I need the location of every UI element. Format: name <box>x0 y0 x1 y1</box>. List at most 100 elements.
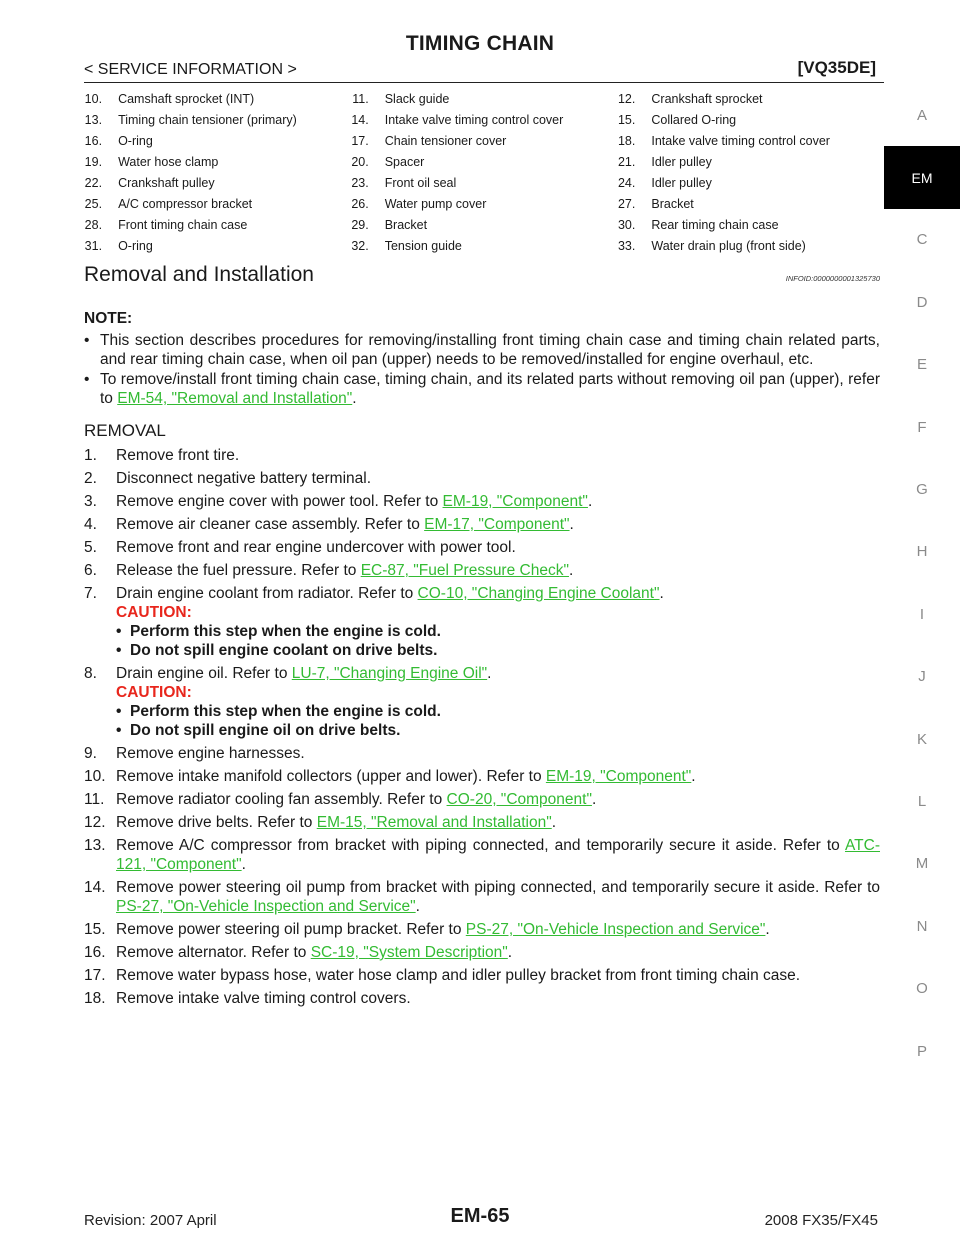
side-index-tab-e[interactable]: E <box>916 356 927 374</box>
step-text: Drain engine oil. Refer to LU-7, "Changi… <box>116 664 880 740</box>
component-name: Water hose clamp <box>118 154 219 169</box>
step-number: 14. <box>84 879 106 896</box>
component-number: 14. <box>351 112 369 127</box>
side-index-tab-g[interactable]: G <box>916 481 928 499</box>
reference-link[interactable]: PS-27, "On-Vehicle Inspection and Servic… <box>465 921 766 938</box>
component-number: 11. <box>352 91 369 106</box>
removal-step: 8.Drain engine oil. Refer to LU-7, "Chan… <box>84 664 880 740</box>
step-number: 10. <box>84 768 106 785</box>
component-number: 28. <box>84 218 103 233</box>
step-text: Remove drive belts. Refer to EM-15, "Rem… <box>116 814 557 831</box>
caution-item: •Perform this step when the engine is co… <box>116 623 441 640</box>
side-index-tab-c[interactable]: C <box>916 231 928 249</box>
step-number: 15. <box>84 921 106 938</box>
reference-link[interactable]: EM-54, "Removal and Installation" <box>117 390 353 407</box>
reference-link[interactable]: CO-10, "Changing Engine Coolant" <box>417 585 660 602</box>
step-number: 17. <box>84 967 106 984</box>
step-text: Remove A/C compressor from bracket with … <box>116 837 880 873</box>
step-text: Remove power steering oil pump from brac… <box>116 879 880 915</box>
component-number: 33. <box>617 239 636 254</box>
caution-label: CAUTION: <box>116 604 192 621</box>
component-name: Crankshaft sprocket <box>651 91 763 106</box>
removal-step: 16.Remove alternator. Refer to SC-19, "S… <box>84 943 880 962</box>
reference-link[interactable]: EM-17, "Component" <box>424 516 570 533</box>
side-index-tab-l[interactable]: L <box>917 792 927 810</box>
side-index-tab-em[interactable]: EM <box>884 146 960 209</box>
side-index-tabs: A EM C D E F G H I J K L M N O P <box>884 84 960 1082</box>
component-name: Bracket <box>384 218 428 233</box>
component-name: Front oil seal <box>384 175 457 190</box>
reference-link[interactable]: PS-27, "On-Vehicle Inspection and Servic… <box>116 898 416 915</box>
side-index-tab-m[interactable]: M <box>915 855 929 873</box>
reference-link[interactable]: EM-15, "Removal and Installation" <box>316 814 552 831</box>
component-number: 29. <box>351 218 369 233</box>
component-number: 18. <box>617 133 636 148</box>
step-text: Remove air cleaner case assembly. Refer … <box>116 516 574 533</box>
component-number: 26. <box>351 197 369 212</box>
step-text: Remove intake manifold collectors (upper… <box>116 768 696 785</box>
side-index-tab-i[interactable]: I <box>919 605 925 623</box>
removal-step: 12.Remove drive belts. Refer to EM-15, "… <box>84 813 880 832</box>
reference-link[interactable]: EM-19, "Component" <box>545 768 692 785</box>
component-name: Timing chain tensioner (primary) <box>118 112 297 127</box>
component-number: 10. <box>84 91 103 106</box>
component-number: 27. <box>617 197 636 212</box>
section-header: Removal and Installation INFOID:00000000… <box>84 264 880 290</box>
component-number: 30. <box>617 218 636 233</box>
caution-label: CAUTION: <box>116 684 192 701</box>
removal-step: 17.Remove water bypass hose, water hose … <box>84 966 880 985</box>
removal-step: 1.Remove front tire. <box>84 446 880 465</box>
header-divider <box>84 82 884 83</box>
component-name: Intake valve timing control cover <box>651 133 830 148</box>
component-name: Idler pulley <box>651 154 712 169</box>
step-text: Remove radiator cooling fan assembly. Re… <box>116 791 597 808</box>
removal-step: 15. Remove power steering oil pump bracke… <box>84 920 880 939</box>
step-number: 4. <box>84 516 97 533</box>
step-text: Remove power steering oil pump bracket. … <box>116 921 770 938</box>
component-name: Water pump cover <box>384 197 487 212</box>
removal-step: 7.Drain engine coolant from radiator. Re… <box>84 584 880 660</box>
step-text: Release the fuel pressure. Refer to EC-8… <box>116 562 574 579</box>
component-name: Bracket <box>651 197 694 212</box>
component-number: 12. <box>617 91 636 106</box>
side-index-tab-f[interactable]: F <box>917 418 927 436</box>
reference-link[interactable]: SC-19, "System Description" <box>310 944 508 961</box>
side-index-tab-j[interactable]: J <box>918 668 926 686</box>
reference-link[interactable]: EC-87, "Fuel Pressure Check" <box>360 562 569 579</box>
bullet-icon: • <box>116 623 122 640</box>
component-number: 32. <box>351 239 369 254</box>
step-text: Drain engine coolant from radiator. Refe… <box>116 584 880 660</box>
step-number: 16. <box>84 944 106 961</box>
removal-heading: REMOVAL <box>84 421 166 440</box>
component-number: 15. <box>617 112 636 127</box>
side-index-tab-a[interactable]: A <box>916 106 927 124</box>
side-index-tab-d[interactable]: D <box>916 293 928 311</box>
side-index-tab-o[interactable]: O <box>916 980 928 998</box>
component-name: Slack guide <box>384 91 450 106</box>
removal-step: 6.Release the fuel pressure. Refer to EC… <box>84 561 880 580</box>
component-name: Rear timing chain case <box>651 218 779 233</box>
reference-link[interactable]: ATC-121, "Component" <box>116 837 880 873</box>
reference-link[interactable]: LU-7, "Changing Engine Oil" <box>291 665 488 682</box>
component-name: O-ring <box>118 133 153 148</box>
removal-step: 5.Remove front and rear engine undercove… <box>84 538 880 557</box>
component-name: Idler pulley <box>651 175 712 190</box>
side-index-tab-k[interactable]: K <box>916 730 927 748</box>
side-index-tab-n[interactable]: N <box>916 917 928 935</box>
info-id: INFOID:0000000001325730 <box>785 274 880 283</box>
step-text: Remove engine cover with power tool. Ref… <box>116 493 593 510</box>
note-text: This section describes procedures for re… <box>100 332 880 368</box>
side-index-tab-p[interactable]: P <box>916 1042 927 1060</box>
component-name: Spacer <box>384 154 425 169</box>
note-text: To remove/install front timing chain cas… <box>100 371 880 407</box>
component-number: 16. <box>84 133 103 148</box>
reference-link[interactable]: EM-19, "Component" <box>442 493 588 510</box>
step-number: 11. <box>84 791 105 808</box>
component-number: 13. <box>84 112 103 127</box>
reference-link[interactable]: CO-20, "Component" <box>446 791 592 808</box>
side-index-tab-h[interactable]: H <box>916 543 928 561</box>
component-number: 17. <box>351 133 369 148</box>
bullet-icon: • <box>116 722 122 739</box>
